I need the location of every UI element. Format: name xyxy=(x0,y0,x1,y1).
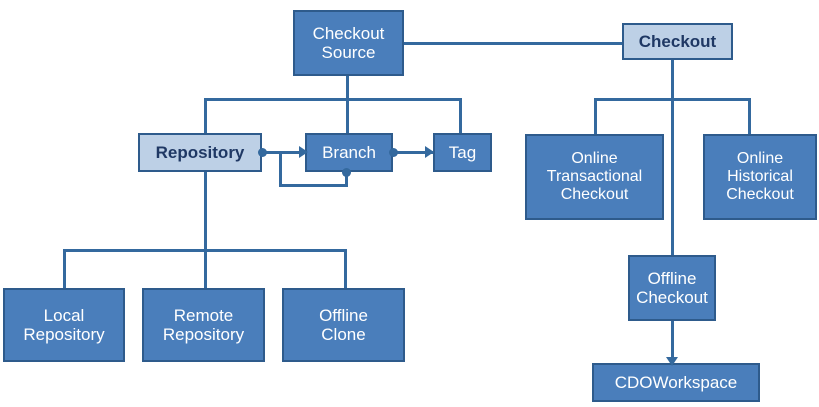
node-offline-checkout[interactable]: Offline Checkout xyxy=(628,255,716,321)
node-label: Offline Checkout xyxy=(636,268,708,307)
edge-drop-local-repository xyxy=(63,249,66,289)
edge-checkout-stem xyxy=(671,60,674,256)
arrowhead-branch-in xyxy=(299,146,308,158)
node-label: Remote Repository xyxy=(162,305,245,344)
node-label: Online Transactional Checkout xyxy=(546,150,643,203)
arrowhead-tag-in xyxy=(425,146,434,158)
edge-drop-branch xyxy=(346,98,349,133)
edge-repository-stem xyxy=(204,172,207,251)
node-remote-repository[interactable]: Remote Repository xyxy=(142,288,265,362)
edge-drop-repository xyxy=(204,98,207,133)
edge-dot-repository-right xyxy=(258,148,267,157)
edge-drop-remote-repository xyxy=(204,249,207,289)
edge-dot-branch-right xyxy=(389,148,398,157)
node-tag[interactable]: Tag xyxy=(433,133,492,172)
edge-checkout-source-stem xyxy=(346,76,349,99)
edge-dot-branch-bottom xyxy=(342,168,351,177)
node-offline-clone[interactable]: Offline Clone xyxy=(282,288,405,362)
edge-branch-loop-up xyxy=(279,151,282,187)
node-online-historical-checkout[interactable]: Online Historical Checkout xyxy=(703,134,817,220)
node-branch[interactable]: Branch xyxy=(305,133,393,172)
edge-drop-online-transactional xyxy=(594,98,597,134)
node-checkout-source[interactable]: Checkout Source xyxy=(293,10,404,76)
edge-checkout-bus xyxy=(594,98,751,101)
edge-source-bus xyxy=(204,98,462,101)
node-checkout[interactable]: Checkout xyxy=(622,23,733,60)
edge-drop-online-historical xyxy=(748,98,751,134)
node-local-repository[interactable]: Local Repository xyxy=(3,288,125,362)
edge-offline-checkout-to-cdoworkspace xyxy=(671,320,674,361)
edge-branch-to-tag xyxy=(393,151,433,154)
arrowhead-cdoworkspace-in xyxy=(666,357,678,366)
node-label: Checkout xyxy=(638,31,717,51)
node-label: Offline Clone xyxy=(319,305,368,344)
edge-branch-loop-bottom xyxy=(279,184,348,187)
node-label: Branch xyxy=(322,142,376,162)
node-label: Checkout Source xyxy=(312,23,385,62)
node-repository[interactable]: Repository xyxy=(138,133,262,172)
node-label: Local Repository xyxy=(23,305,105,344)
node-online-transactional-checkout[interactable]: Online Transactional Checkout xyxy=(525,134,664,220)
node-cdoworkspace[interactable]: CDOWorkspace xyxy=(592,363,760,402)
edge-repository-to-branch xyxy=(262,151,304,154)
node-label: Online Historical Checkout xyxy=(726,150,794,203)
edge-drop-tag xyxy=(459,98,462,133)
edge-checkout-source-to-checkout xyxy=(403,42,624,45)
node-label: Repository xyxy=(155,142,245,162)
edge-drop-offline-clone xyxy=(344,249,347,289)
node-label: Tag xyxy=(448,142,477,162)
node-label: CDOWorkspace xyxy=(614,372,738,392)
edge-branch-loop-down xyxy=(345,172,348,187)
